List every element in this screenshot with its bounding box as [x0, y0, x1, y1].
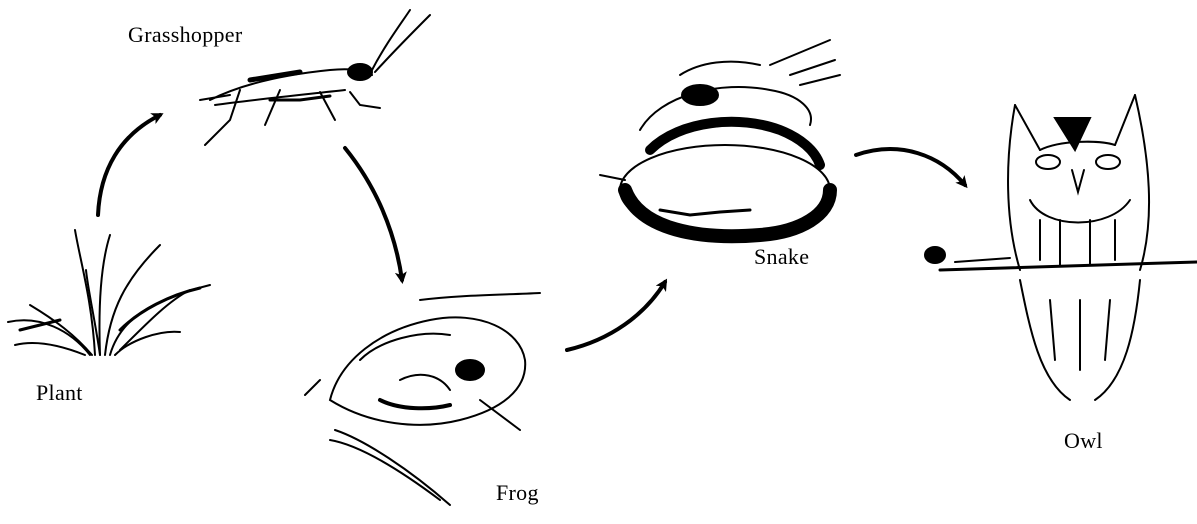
owl-illustration	[925, 95, 1197, 400]
arrow-grasshopper-to-frog	[345, 148, 402, 280]
frog-label: Frog	[496, 480, 539, 506]
arrow-plant-to-grasshopper	[98, 115, 160, 215]
arrow-snake-to-owl	[856, 149, 965, 185]
plant-label: Plant	[36, 380, 83, 406]
food-chain-arrows	[98, 115, 965, 350]
snake-label: Snake	[754, 244, 809, 270]
frog-illustration	[305, 293, 540, 505]
plant-illustration	[8, 230, 210, 355]
owl-label: Owl	[1064, 428, 1103, 454]
arrow-frog-to-snake	[567, 282, 665, 350]
snake-illustration	[600, 40, 840, 236]
grasshopper-label: Grasshopper	[128, 22, 243, 48]
